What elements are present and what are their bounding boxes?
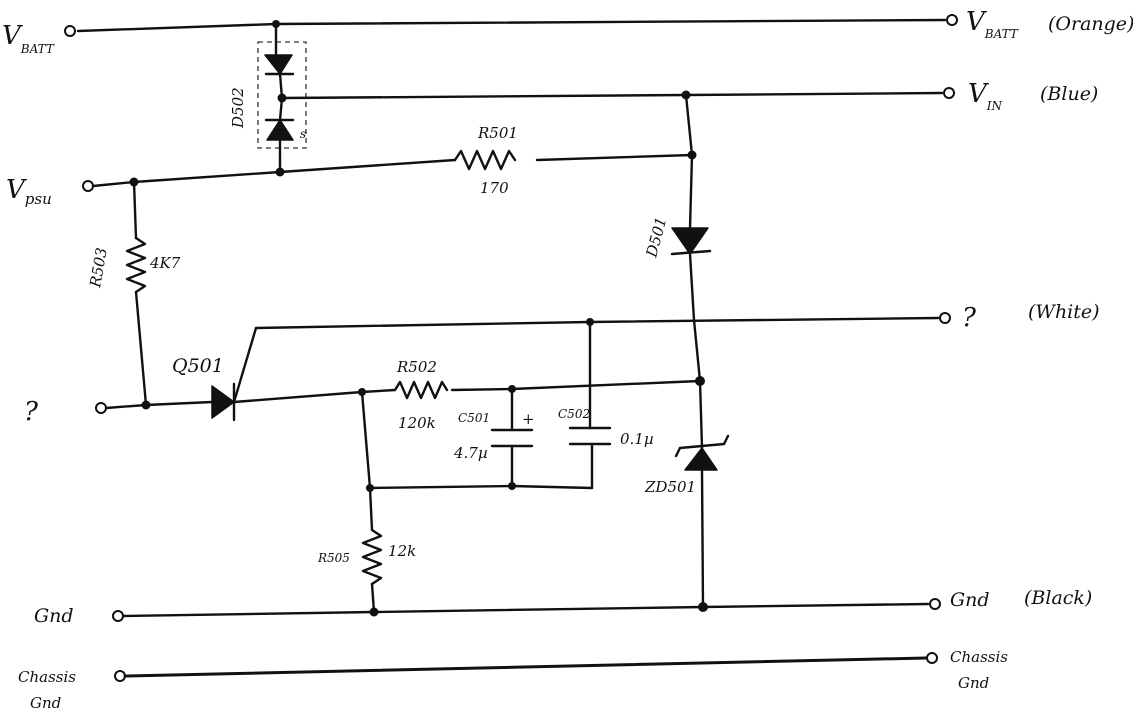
vbatt-color-label: (Orange) [1048,13,1133,35]
r503-value: 4K7 [149,254,181,272]
chassis-right-label-1: Chassis [950,648,1008,666]
chassis-left-label-2: Gnd [30,694,61,712]
chassis-left-label-1: Chassis [18,668,76,686]
chassis-right-label-2: Gnd [958,674,989,692]
d502-dual-diode [257,22,307,177]
input-label: ? [24,397,39,427]
r501-value: 170 [480,179,509,197]
white-rail [254,312,951,330]
r503-resistor [125,180,151,410]
r505-value: 12k [388,542,416,560]
c501-value: 4.7µ [453,444,488,462]
gnd-rail [112,598,941,622]
vbatt-right-label: VBATT [966,7,1019,41]
right-vertical [670,93,730,612]
c502-name: C502 [558,407,590,421]
d502-label: D502 [229,87,247,129]
vpsu-rail [82,149,697,192]
d502-mark: s [300,127,306,141]
vpsu-label: Vpsu [6,175,52,208]
r503-name: R503 [86,246,111,289]
chassis-gnd-rail [114,652,938,682]
vin-rail [280,87,955,100]
r501-name: R501 [477,124,518,142]
vin-color-label: (Blue) [1040,83,1098,105]
gnd-right-label: Gnd [950,589,990,611]
white-color-label: (White) [1028,301,1100,323]
d501-label: D501 [642,215,670,260]
c501-name: C501 [458,411,490,425]
r505-name: R505 [317,551,350,565]
r505-resistor [361,486,383,617]
r502-name: R502 [396,358,437,376]
r502-value: 120k [398,414,436,432]
input-line [95,326,702,422]
white-label: ? [962,303,977,333]
vbatt-left-label: VBATT [2,21,55,56]
gnd-color-label: (Black) [1024,587,1092,609]
zd501-label: ZD501 [644,478,696,496]
c501-plus: + [522,410,535,428]
c502-value: 0.1µ [620,430,654,448]
gnd-left-label: Gnd [34,605,74,627]
vin-label: VIN [968,79,1003,113]
vbatt-rail [64,14,958,37]
q501-label: Q501 [172,355,224,377]
